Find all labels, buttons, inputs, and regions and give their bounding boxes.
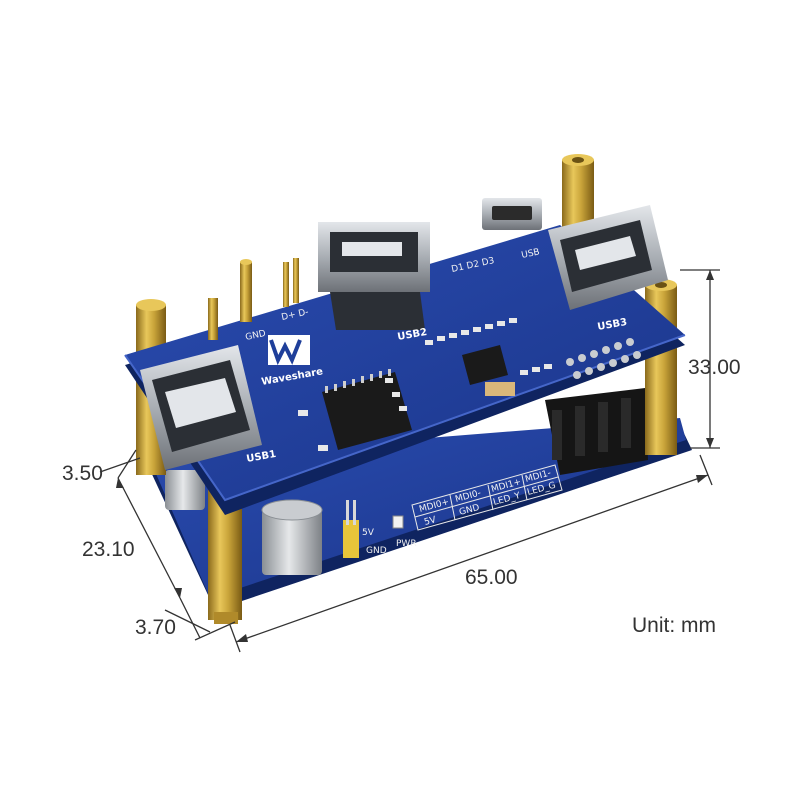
label-pwr: PWR	[396, 539, 417, 549]
dim-label-board-depth: 23.10	[82, 538, 135, 561]
crystal	[485, 382, 515, 396]
top-board-surface	[125, 225, 685, 500]
power-header	[343, 520, 359, 558]
dim-label-top-spacer: 3.50	[62, 462, 103, 485]
dim-line-length	[235, 474, 709, 643]
label-usb3: USB3	[597, 317, 628, 333]
label-5v: 5V	[362, 528, 375, 538]
dim-label-height: 33.00	[688, 356, 741, 379]
ethernet-ic	[322, 369, 412, 450]
top-board: Waveshare	[124, 198, 686, 515]
label-usb1: USB1	[246, 449, 277, 465]
micro-usb-port: USB	[482, 198, 542, 261]
dim-line-top-spacer	[117, 449, 137, 479]
unit-label: Unit: mm	[632, 614, 716, 637]
dimension-lines	[99, 269, 720, 653]
label-gnd-top: GND	[245, 329, 267, 343]
dim-label-length: 65.00	[465, 566, 518, 589]
electrolytic-capacitor	[261, 499, 323, 575]
label-gnd-bottom: GND	[366, 546, 387, 556]
dim-label-bottom-spacer: 3.70	[135, 616, 176, 639]
label-usb-top: USB	[521, 247, 541, 261]
small-ic	[462, 345, 508, 385]
usb1-port: USB1	[140, 345, 277, 470]
dim-line-depth	[117, 477, 181, 599]
usb2-port: USB2	[318, 222, 430, 343]
smd-components	[298, 318, 552, 451]
label-5v-cell: 5V	[423, 515, 438, 528]
pogo-pins: GND D+ D-	[208, 258, 310, 343]
dim-line-bottom-spacer	[179, 597, 201, 639]
label-usb2: USB2	[397, 327, 428, 343]
usb3-port: USB3	[548, 205, 668, 333]
